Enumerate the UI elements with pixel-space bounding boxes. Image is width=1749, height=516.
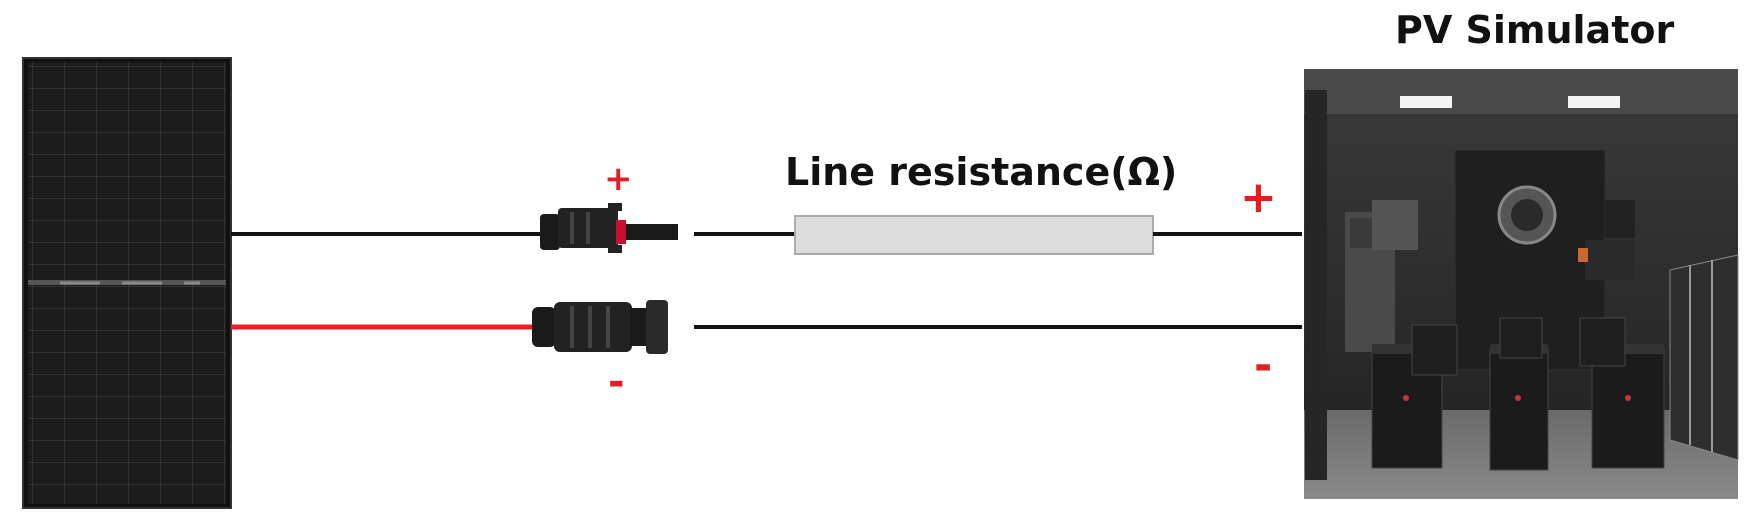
simulator-title: PV Simulator <box>1395 8 1675 52</box>
pv-negative-sign: - <box>608 359 625 405</box>
pv-positive-sign: + <box>604 159 633 199</box>
simulator-negative-sign: - <box>1254 340 1273 391</box>
mc4-connector-icon <box>540 203 678 253</box>
solar-panel-icon <box>22 57 232 509</box>
mc4-connector-icon <box>532 300 668 354</box>
simulator-positive-sign: + <box>1240 172 1277 223</box>
line-resistor <box>794 215 1154 255</box>
pv-simulator-room-photo <box>1304 69 1739 499</box>
line-resistance-label: Line resistance(Ω) <box>785 150 1178 194</box>
